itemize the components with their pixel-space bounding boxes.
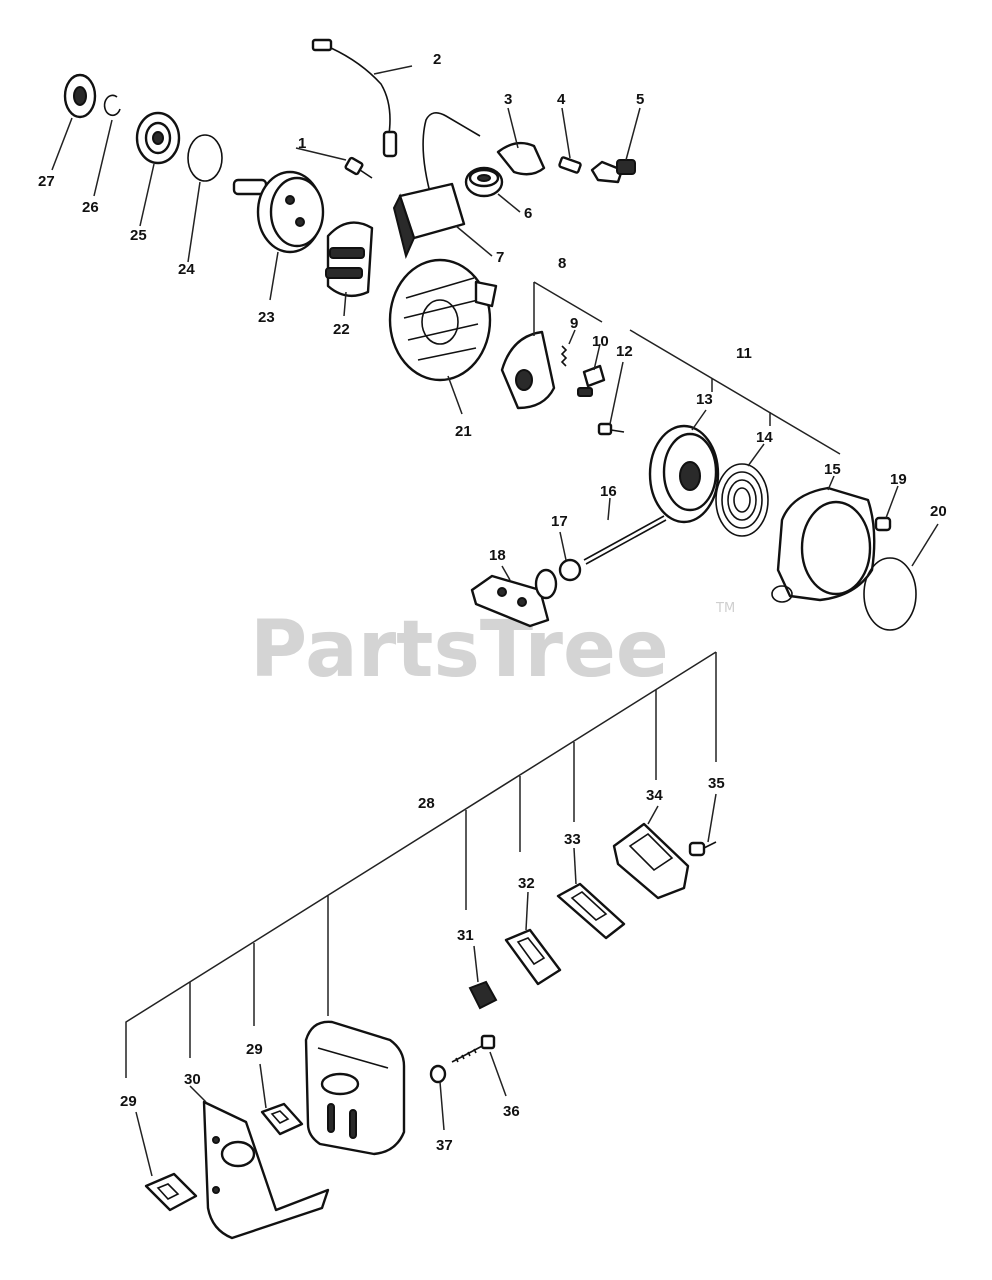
gasket-part-33[interactable] bbox=[556, 882, 626, 940]
muffler-body[interactable] bbox=[304, 1020, 406, 1156]
callout-25: 25 bbox=[130, 227, 147, 244]
leader-lines bbox=[51, 65, 939, 1177]
callout-28: 28 bbox=[418, 795, 435, 812]
ignition-coil-part-7[interactable] bbox=[392, 112, 481, 260]
terminal-part-4[interactable] bbox=[558, 156, 582, 174]
screw-part-1[interactable] bbox=[344, 156, 373, 179]
wire-lead-part-2[interactable] bbox=[311, 38, 398, 158]
callout-24: 24 bbox=[178, 261, 195, 278]
plug-cap-part-3[interactable] bbox=[496, 141, 546, 176]
callout-31: 31 bbox=[457, 927, 474, 944]
watermark-trademark: TM bbox=[715, 601, 735, 616]
callout-18: 18 bbox=[489, 547, 506, 564]
pawl-assembly-part-8[interactable] bbox=[500, 330, 556, 410]
washer-part-37[interactable] bbox=[429, 1064, 447, 1084]
callout-12: 12 bbox=[616, 343, 633, 360]
snap-ring-part-26[interactable] bbox=[103, 94, 121, 117]
callout-23: 23 bbox=[258, 309, 275, 326]
callout-14: 14 bbox=[756, 429, 773, 446]
muffler-assembly-bracket-lines bbox=[125, 651, 717, 1078]
starter-rope-part-16[interactable] bbox=[583, 515, 667, 565]
rope-guide-part-17[interactable] bbox=[558, 558, 582, 582]
oil-seal-part-27[interactable] bbox=[63, 73, 97, 119]
callout-13: 13 bbox=[696, 391, 713, 408]
callout-5: 5 bbox=[636, 91, 644, 108]
callout-4: 4 bbox=[557, 91, 566, 108]
callout-35: 35 bbox=[708, 775, 725, 792]
heat-shield-part-30[interactable] bbox=[202, 1100, 330, 1240]
callout-17: 17 bbox=[551, 513, 568, 530]
spring-part-9[interactable] bbox=[560, 345, 568, 367]
callout-20: 20 bbox=[930, 503, 947, 520]
clutch-drum-part-23[interactable] bbox=[232, 170, 325, 254]
callout-16: 16 bbox=[600, 483, 617, 500]
callout-labels: 1 2 3 4 5 6 7 8 9 10 11 12 13 14 15 16 1… bbox=[38, 51, 947, 1154]
starter-handle-part-18[interactable] bbox=[470, 568, 558, 628]
callout-7: 7 bbox=[496, 249, 504, 266]
starter-housing-part-15[interactable] bbox=[771, 486, 876, 603]
plate-part-31[interactable] bbox=[468, 980, 498, 1010]
recoil-spring-part-14[interactable] bbox=[715, 463, 769, 537]
plate-part-34[interactable] bbox=[612, 822, 690, 900]
callout-22: 22 bbox=[333, 321, 350, 338]
clutch-assembly-part-22[interactable] bbox=[325, 221, 374, 298]
circlip-part-24[interactable] bbox=[187, 134, 223, 182]
callout-15: 15 bbox=[824, 461, 841, 478]
gasket-part-29-lower[interactable] bbox=[144, 1172, 198, 1212]
callout-30: 30 bbox=[184, 1071, 201, 1088]
bolt-part-35[interactable] bbox=[688, 841, 717, 857]
callout-10: 10 bbox=[592, 333, 609, 350]
callout-37: 37 bbox=[436, 1137, 453, 1154]
pawl-part-10[interactable] bbox=[577, 364, 606, 397]
callout-33: 33 bbox=[564, 831, 581, 848]
bolt-part-19[interactable] bbox=[874, 516, 892, 532]
callout-1: 1 bbox=[298, 135, 306, 152]
grommet-part-6[interactable] bbox=[464, 166, 504, 198]
callout-26: 26 bbox=[82, 199, 99, 216]
bolt-part-36[interactable] bbox=[451, 1034, 496, 1063]
callout-19: 19 bbox=[890, 471, 907, 488]
callout-2: 2 bbox=[433, 51, 441, 68]
callout-11: 11 bbox=[736, 345, 752, 362]
watermark-text: PartsTree bbox=[250, 605, 669, 695]
callout-21: 21 bbox=[455, 423, 472, 440]
callout-6: 6 bbox=[524, 205, 532, 222]
callout-8: 8 bbox=[558, 255, 566, 272]
flywheel-part-21[interactable] bbox=[388, 258, 498, 382]
pulley-part-13[interactable] bbox=[648, 424, 720, 524]
gasket-ring-part-20[interactable] bbox=[863, 557, 917, 631]
gasket-part-32[interactable] bbox=[504, 928, 562, 986]
callout-9: 9 bbox=[570, 315, 578, 332]
callout-27: 27 bbox=[38, 173, 55, 190]
callout-29-lower: 29 bbox=[120, 1093, 137, 1110]
spark-plug-part-5[interactable] bbox=[590, 159, 636, 184]
callout-34: 34 bbox=[646, 787, 663, 804]
screw-part-12[interactable] bbox=[597, 422, 625, 436]
gasket-part-29-upper[interactable] bbox=[260, 1102, 304, 1136]
callout-3: 3 bbox=[504, 91, 512, 108]
callout-32: 32 bbox=[518, 875, 535, 892]
bearing-part-25[interactable] bbox=[135, 111, 181, 165]
callout-36: 36 bbox=[503, 1103, 520, 1120]
callout-29-upper: 29 bbox=[246, 1041, 263, 1058]
